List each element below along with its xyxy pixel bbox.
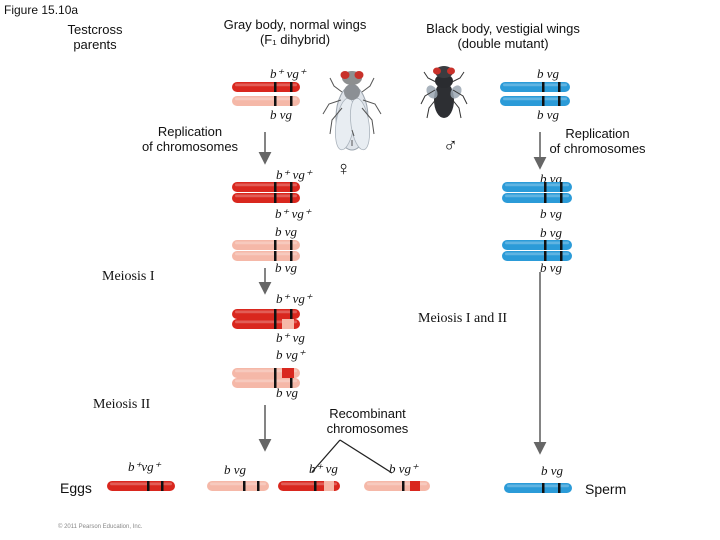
- male-symbol: ♂: [443, 135, 458, 157]
- sperm-allele-label: b vg: [541, 463, 564, 478]
- egg-chromosome-pink: [207, 481, 269, 491]
- egg-allele-label: b vg: [224, 462, 247, 477]
- allele-label: b vg: [540, 260, 563, 275]
- allele-label: b vg: [537, 66, 560, 81]
- allele-label: b vg: [537, 107, 560, 122]
- chromosome-blue: [502, 240, 572, 250]
- chromosome-blue: [502, 251, 572, 261]
- chromosome-blue: [502, 182, 572, 192]
- egg-chromosome-recombinant: [364, 481, 430, 491]
- chromosome-blue: [500, 82, 570, 92]
- chromosome-pink: [232, 96, 300, 106]
- female-symbol: ♀: [336, 158, 351, 180]
- sperm-label: Sperm: [585, 481, 627, 497]
- allele-label: b vg: [540, 225, 563, 240]
- allele-label: b vg: [275, 260, 298, 275]
- egg-chromosome-red: [107, 481, 175, 491]
- recombinant-pointer: [311, 439, 341, 473]
- meiosis-2-label: Meiosis II: [93, 397, 151, 412]
- allele-label: b⁺ vg⁺: [276, 291, 312, 306]
- chromosome-blue: [502, 193, 572, 203]
- allele-label: b vg: [275, 224, 298, 239]
- black-parent-title: Black body, vestigial wings(double mutan…: [426, 21, 580, 51]
- figure-label: Figure 15.10a: [4, 3, 79, 17]
- chromosome-blue: [500, 96, 570, 106]
- eggs-label: Eggs: [60, 480, 92, 496]
- meiosis-1-label: Meiosis I: [102, 269, 155, 284]
- egg-allele-label: b vg⁺: [389, 461, 418, 476]
- chromosome-red: [232, 82, 300, 92]
- crossover-segment: [324, 481, 334, 491]
- allele-label: b vg: [540, 206, 563, 221]
- allele-label: b vg⁺: [276, 347, 305, 362]
- egg-allele-label: b⁺ vg: [309, 461, 338, 476]
- allele-label: b⁺ vg: [276, 330, 305, 345]
- gray-fly-icon: [322, 71, 382, 151]
- allele-label: b⁺ vg⁺: [276, 167, 312, 182]
- chromosomes: [107, 82, 572, 493]
- chromosome-red: [232, 309, 300, 319]
- gray-parent-title: Gray body, normal wings(F₁ dihybrid): [223, 17, 367, 47]
- egg-allele-label: b⁺vg⁺: [128, 459, 161, 474]
- copyright: © 2011 Pearson Education, Inc.: [58, 524, 143, 530]
- meiosis-1-2-label: Meiosis I and II: [418, 311, 508, 326]
- crossover-segment: [282, 368, 294, 378]
- sperm-chromosome-blue: [504, 483, 572, 493]
- black-fly-icon: [420, 66, 468, 119]
- allele-label: b⁺ vg⁺: [270, 66, 306, 81]
- crossover-segment: [282, 319, 294, 329]
- recombinant-pointer: [339, 439, 393, 474]
- chromosome-pink: [232, 378, 300, 388]
- chromosome-red: [232, 193, 300, 203]
- allele-label: b vg: [270, 107, 293, 122]
- chromosome-red: [232, 182, 300, 192]
- chromosome-pink: [232, 240, 300, 250]
- allele-label: b⁺ vg⁺: [275, 206, 311, 221]
- crossover-segment: [410, 481, 420, 491]
- chromosome-pink: [232, 251, 300, 261]
- allele-label: b vg: [276, 385, 299, 400]
